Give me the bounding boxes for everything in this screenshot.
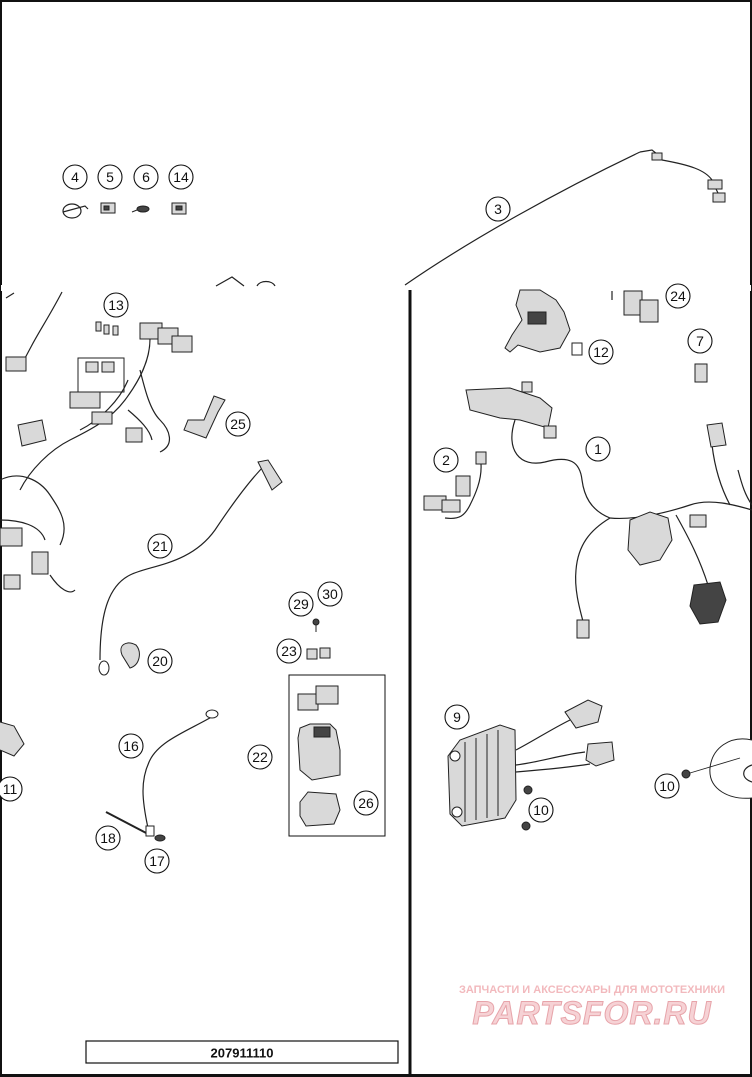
callout-number: 5	[106, 169, 114, 185]
voltage-regulator-part	[447, 699, 615, 831]
callout-29[interactable]: 29	[288, 591, 314, 617]
terminals-part	[95, 321, 119, 336]
terminal-boot-part	[120, 642, 140, 669]
callout-13[interactable]: 13	[103, 292, 129, 318]
callout-10[interactable]: 10	[528, 797, 554, 823]
callout-3[interactable]: 3	[485, 196, 511, 222]
callout-number: 2	[442, 452, 450, 468]
callout-number: 13	[108, 297, 124, 313]
callout-4[interactable]: 4	[62, 164, 88, 190]
callout-number: 14	[173, 169, 189, 185]
callout-number: 3	[494, 201, 502, 217]
callout-number: 18	[100, 830, 116, 846]
clip-part	[100, 202, 116, 214]
top-panel-parts	[62, 149, 726, 287]
callout-number: 29	[293, 596, 309, 612]
callout-number: 4	[71, 169, 79, 185]
callout-number: 10	[659, 778, 675, 794]
connector-part	[171, 202, 187, 215]
callout-22[interactable]: 22	[247, 744, 273, 770]
connector-24-part	[611, 290, 659, 323]
sub-harness-part	[423, 451, 487, 520]
callout-number: 21	[152, 538, 168, 554]
callout-number: 6	[142, 169, 150, 185]
callout-number: 9	[453, 709, 461, 725]
callout-number: 22	[252, 749, 268, 765]
part-number: 207911110	[211, 1046, 274, 1061]
callout-9[interactable]: 9	[444, 704, 470, 730]
callout-1[interactable]: 1	[585, 436, 611, 462]
callout-18[interactable]: 18	[95, 825, 121, 851]
right-panel-parts	[423, 289, 752, 831]
callout-labels: 4 5 6 14 3 13 24 7 12 2 1 25 21 29 30 23…	[0, 164, 713, 874]
main-harness-right	[465, 381, 752, 639]
callout-number: 26	[358, 795, 374, 811]
ground-cable-part	[105, 709, 219, 842]
watermark: ЗАПЧАСТИ И АКСЕССУАРЫ ДЛЯ МОТОТЕХНИКИ PA…	[459, 984, 725, 1032]
cropped-part-outline	[215, 276, 245, 287]
horn-part	[681, 738, 752, 799]
watermark-tagline: ЗАПЧАСТИ И АКСЕССУАРЫ ДЛЯ МОТОТЕХНИКИ	[459, 984, 725, 996]
long-wire-part	[404, 149, 726, 286]
callout-23[interactable]: 23	[276, 638, 302, 664]
switch-housing-part	[504, 289, 583, 356]
callout-25[interactable]: 25	[225, 411, 251, 437]
callout-26[interactable]: 26	[353, 790, 379, 816]
callout-5[interactable]: 5	[97, 164, 123, 190]
callout-number: 16	[123, 738, 139, 754]
callout-number: 1	[594, 441, 602, 457]
callout-14[interactable]: 14	[168, 164, 194, 190]
bulb-part	[131, 205, 150, 213]
main-harness-left	[0, 322, 193, 593]
left-panel-parts	[0, 291, 386, 842]
rubber-hose-part	[183, 395, 226, 439]
callout-2[interactable]: 2	[433, 447, 459, 473]
callout-16[interactable]: 16	[118, 733, 144, 759]
callout-number: 30	[322, 586, 338, 602]
callout-number: 20	[152, 653, 168, 669]
callout-number: 7	[696, 333, 704, 349]
callout-number: 25	[230, 416, 246, 432]
callout-number: 10	[533, 802, 549, 818]
relay-box-part	[288, 674, 386, 837]
callout-number: 12	[593, 344, 609, 360]
cropped-part-outline	[256, 280, 276, 287]
callout-10[interactable]: 10	[654, 773, 680, 799]
bracket-part	[0, 721, 25, 757]
callout-21[interactable]: 21	[147, 533, 173, 559]
part-number-box: 207911110	[85, 1040, 399, 1064]
callout-7[interactable]: 7	[687, 328, 713, 354]
callout-number: 17	[149, 853, 165, 869]
callout-number: 23	[281, 643, 297, 659]
connector-7-part	[694, 363, 708, 383]
small-hardware	[306, 618, 331, 660]
callout-6[interactable]: 6	[133, 164, 159, 190]
callout-20[interactable]: 20	[147, 648, 173, 674]
callout-17[interactable]: 17	[144, 848, 170, 874]
cable-tie-part	[62, 203, 89, 219]
watermark-brand: PARTSFOR.RU	[472, 995, 711, 1031]
callout-number: 11	[3, 781, 18, 797]
callout-30[interactable]: 30	[317, 581, 343, 607]
callout-24[interactable]: 24	[665, 283, 691, 309]
battery-cable-part	[98, 459, 283, 676]
callout-12[interactable]: 12	[588, 339, 614, 365]
callout-number: 24	[670, 288, 686, 304]
callout-11[interactable]: 11	[0, 776, 23, 802]
